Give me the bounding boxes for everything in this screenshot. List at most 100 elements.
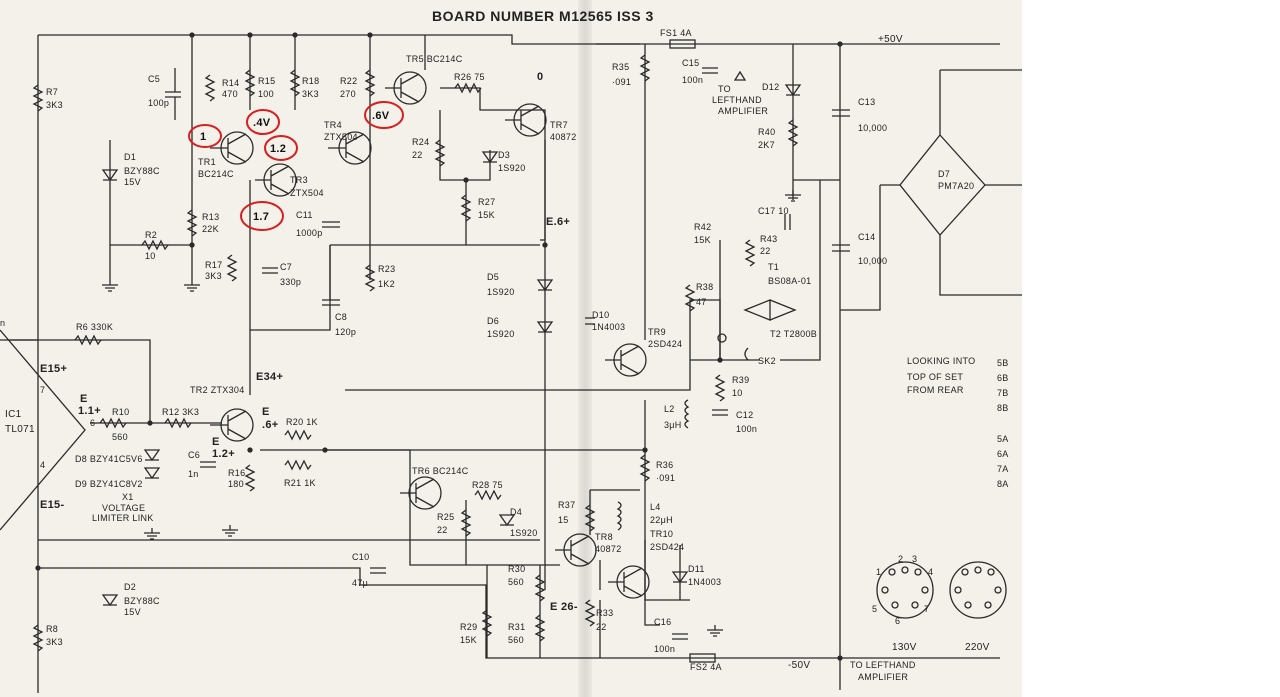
component-l4-value: 22μH (650, 515, 673, 525)
component-tr8-label: TR8 (595, 532, 613, 542)
component-r24-label: R24 (412, 137, 429, 147)
component-r8-label: R8 (46, 624, 58, 634)
to-lefthand-amplifier-bottom: AMPLIFIER (858, 672, 908, 682)
highlight-tr1-base: 1 (200, 131, 206, 143)
looking-into-note: FROM REAR (907, 385, 964, 395)
component-d1-value: 15V (124, 177, 141, 187)
component-r25-value: 22 (437, 525, 448, 535)
component-tr3-value: ZTX504 (290, 188, 324, 198)
component-fs2-label: FS2 4A (690, 662, 722, 672)
component-r30-label: R30 (508, 564, 525, 574)
component-r40-value: 2K7 (758, 140, 775, 150)
component-c7-value: 330p (280, 277, 301, 287)
component-d4-label: D4 (510, 507, 522, 517)
component-r2-label: R2 (145, 230, 157, 240)
component-t1-label: T1 (768, 262, 779, 272)
component-labels: R73K3R83K3C5100pR14470R15100R183K3R22270… (46, 28, 974, 672)
component-r8-value: 3K3 (46, 637, 63, 647)
component-r36-value: ·091 (656, 473, 675, 483)
component-x1-value: VOLTAGE (102, 503, 145, 513)
highlight-tr4-top: .4V (253, 117, 271, 129)
component-r43-value: 22 (760, 246, 771, 256)
component-r37-value: 15 (558, 515, 569, 525)
component-r39-label: R39 (732, 375, 749, 385)
connector-pin-number: 6 (895, 616, 900, 626)
component-l2-label: L2 (664, 404, 675, 414)
component-r27-value: 15K (478, 210, 495, 220)
component-d5-label: D5 (487, 272, 499, 282)
component-r28-label: R28 75 (472, 480, 503, 490)
component-d1-value: BZY88C (124, 166, 160, 176)
highlight-ring (188, 124, 222, 148)
component-r15-label: R15 (258, 76, 275, 86)
component-tr5-label: TR5 BC214C (406, 54, 463, 64)
component-c8-label: C8 (335, 312, 347, 322)
component-r10-label: R10 (112, 407, 129, 417)
component-r26-label: R26 75 (454, 72, 485, 82)
component-d2-label: D2 (124, 582, 136, 592)
pin-label: 7B (997, 388, 1009, 398)
component-c5-value: 100p (148, 98, 169, 108)
component-r40-label: R40 (758, 127, 775, 137)
component-r35-value: ·091 (612, 77, 631, 87)
component-c5-label: C5 (148, 74, 160, 84)
component-tr7-label: TR7 (550, 120, 568, 130)
component-r31-value: 560 (508, 635, 524, 645)
left-edge-n: n (0, 318, 5, 328)
component-r20-label: R20 1K (286, 417, 318, 427)
component-r17-label: R17 (205, 260, 222, 270)
looking-into-note: LOOKING INTO (907, 356, 975, 366)
wiring (0, 34, 1022, 693)
component-r13-value: 22K (202, 224, 219, 234)
component-r7-label: R7 (46, 87, 58, 97)
node-e-r20: E (262, 406, 270, 418)
component-r2-value: 10 (145, 251, 156, 261)
component-c14-label: C14 (858, 232, 875, 242)
component-c11-label: C11 (296, 210, 313, 220)
component-r42-label: R42 (694, 222, 711, 232)
component-tr2-label: TR2 ZTX304 (190, 385, 245, 395)
to-lefthand-amplifier-top: AMPLIFIER (718, 106, 768, 116)
component-r24-value: 22 (412, 150, 423, 160)
component-t2-label: T2 T2800B (770, 329, 817, 339)
component-c13-label: C13 (858, 97, 875, 107)
component-x1-value: LIMITER LINK (92, 513, 154, 523)
component-tr10-value: 2SD424 (650, 542, 684, 552)
component-tr3-label: TR3 (290, 175, 308, 185)
connector-pin-number: 2 (898, 554, 903, 564)
component-c10-label: C10 (352, 552, 369, 562)
component-r22-label: R22 (340, 76, 357, 86)
label-130v: 130V (892, 642, 917, 653)
component-c15-value: 100n (682, 75, 703, 85)
component-c13-value: 10,000 (858, 123, 887, 133)
component-tr10-label: TR10 (650, 529, 673, 539)
component-tr1-value: BC214C (198, 169, 234, 179)
component-tr1-label: TR1 (198, 157, 216, 167)
rail-neg: -50V (788, 660, 810, 671)
component-tr9-value: 2SD424 (648, 339, 682, 349)
component-d2-value: BZY88C (124, 596, 160, 606)
component-r23-value: 1K2 (378, 279, 395, 289)
component-d10-label: D10 (592, 310, 609, 320)
component-d5-value: 1S920 (487, 287, 515, 297)
component-c17-label: C17 10 (758, 206, 789, 216)
component-r12-label: R12 3K3 (162, 407, 199, 417)
component-r18-label: R18 (302, 76, 319, 86)
component-r29-value: 15K (460, 635, 477, 645)
connector-220v (949, 561, 1007, 619)
component-c12-value: 100n (736, 424, 757, 434)
to-lefthand-amplifier-top: LEFTHAND (712, 95, 762, 105)
component-tr9-label: TR9 (648, 327, 666, 337)
component-d8-label: D8 BZY41C5V6 (75, 454, 143, 464)
component-d10-value: 1N4003 (592, 322, 625, 332)
connector-130v (876, 561, 934, 619)
component-d12-label: D12 (762, 82, 779, 92)
component-r22-value: 270 (340, 89, 356, 99)
component-r14-value: 470 (222, 89, 238, 99)
component-r6-label: R6 330K (76, 322, 113, 332)
ic1-pin4: 4 (40, 460, 45, 470)
component-r38-value: 47 (696, 297, 707, 307)
schematic-diagram: BOARD NUMBER M12565 ISS 3 (0, 8, 1022, 693)
